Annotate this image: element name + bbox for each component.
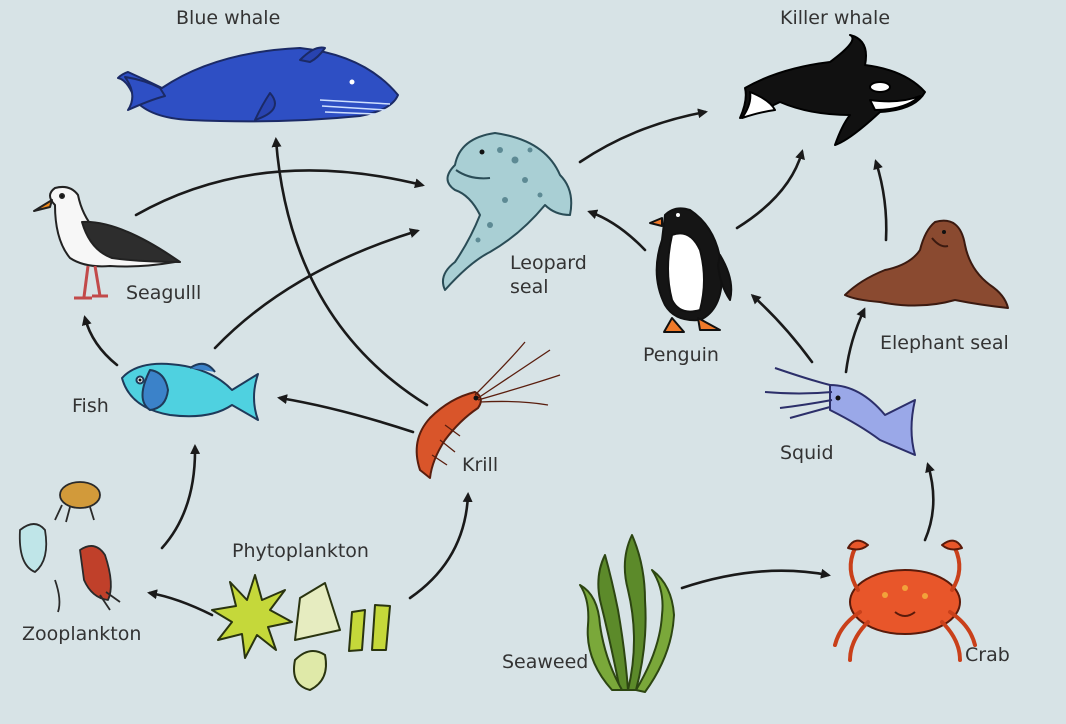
penguin-illustration (649, 207, 733, 333)
arrow-elephant-seal-to-killer-whale (873, 159, 888, 242)
arrow-phytoplankton-to-krill (408, 492, 473, 600)
label-penguin: Penguin (643, 344, 719, 366)
crab-illustration (833, 539, 977, 662)
arrow-seagull-to-leopard-seal (134, 169, 425, 217)
label-leopard-seal: Leopard seal (510, 252, 587, 298)
label-krill: Krill (462, 454, 499, 476)
arrow-leopard-seal-to-killer-whale (578, 108, 708, 164)
label-elephant-seal: Elephant seal (880, 332, 1009, 354)
seagull-illustration (33, 185, 181, 300)
arrow-seaweed-to-crab (680, 568, 831, 590)
label-seaweed: Seaweed (502, 651, 589, 673)
fish-illustration (121, 362, 259, 421)
arrow-fish-to-seagull (81, 315, 119, 367)
seaweed-illustration (579, 534, 675, 693)
elephant-seal-illustration (844, 219, 1009, 309)
label-seagull: Seagulll (126, 282, 202, 304)
arrow-phytoplankton-to-zooplankton (147, 589, 214, 617)
label-zooplankton: Zooplankton (22, 623, 142, 645)
arrow-krill-to-blue-whale (271, 137, 429, 407)
label-blue-whale: Blue whale (176, 7, 281, 29)
arrow-penguin-to-leopard-seal (587, 209, 647, 252)
krill-illustration (415, 341, 561, 479)
arrow-zooplankton-to-fish (160, 444, 201, 550)
phytoplankton-illustration (211, 574, 391, 691)
arrow-squid-to-penguin (750, 293, 814, 364)
label-crab: Crab (965, 644, 1010, 666)
squid-illustration (764, 367, 916, 456)
zooplankton-illustration (18, 481, 121, 613)
arrow-krill-to-fish (277, 394, 415, 434)
killer-whale-illustration (739, 34, 926, 146)
arrow-penguin-to-killer-whale (735, 149, 805, 230)
arrow-crab-to-squid (923, 462, 935, 542)
arrow-fish-to-leopard-seal (213, 228, 420, 350)
blue-whale-illustration (117, 46, 399, 123)
label-squid: Squid (780, 442, 834, 464)
label-fish: Fish (72, 395, 109, 417)
arrow-squid-to-elephant-seal (844, 307, 866, 374)
label-phytoplankton: Phytoplankton (232, 540, 369, 562)
label-killer-whale: Killer whale (780, 7, 891, 29)
leopard-seal-illustration (442, 132, 573, 291)
